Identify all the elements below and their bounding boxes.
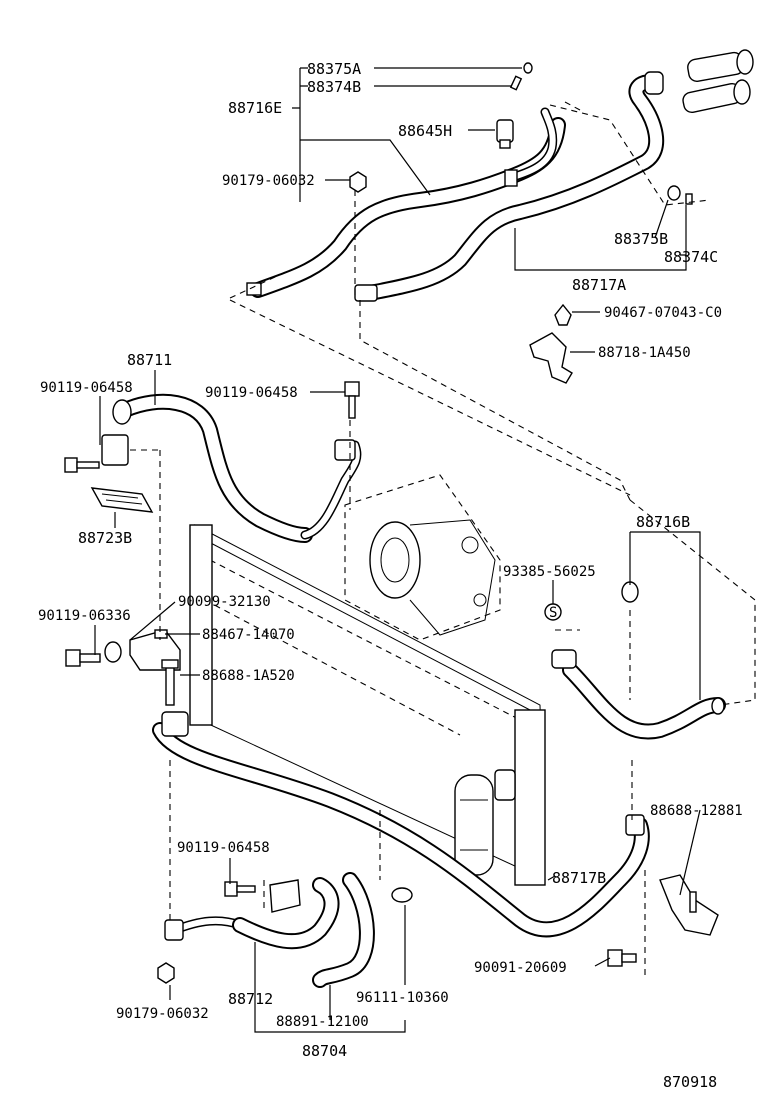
label-88891: 88891-12100 <box>276 1014 369 1030</box>
label-90179-bot: 90179-06032 <box>116 1006 209 1022</box>
dashed-guides <box>130 101 756 976</box>
gasket-88723B <box>90 487 154 513</box>
bolt-90119-left <box>64 457 100 473</box>
flange-88716B <box>551 649 577 669</box>
label-90119-b: 90119-06458 <box>205 385 298 401</box>
pressure-switch-88645H <box>496 119 514 149</box>
label-88717A: 88717A <box>572 276 626 294</box>
label-90091: 90091-20609 <box>474 960 567 976</box>
label-88375A: 88375A <box>307 60 361 78</box>
flange-block-upper <box>334 439 356 461</box>
valve-core-88374C <box>685 193 693 205</box>
label-88467: 88467-14070 <box>202 627 295 643</box>
condenser-left-tank <box>189 524 213 726</box>
condenser <box>189 524 546 886</box>
label-90119-c: 90119-06336 <box>38 608 131 624</box>
compressor <box>344 474 501 641</box>
nut-90179-top <box>349 171 367 193</box>
hose-end-block <box>354 284 378 302</box>
tube-connector-upper <box>682 49 754 114</box>
label-88718: 88718-1A450 <box>598 345 691 361</box>
bracket-88688-12881 <box>659 874 719 936</box>
hose-88717A <box>354 71 665 302</box>
label-90119-d: 90119-06458 <box>177 840 270 856</box>
label-90099: 90099-32130 <box>178 594 271 610</box>
label-90179-top: 90179-06032 <box>222 173 315 189</box>
clip-90467 <box>554 303 572 326</box>
bolt-90119-bottom <box>224 881 238 897</box>
label-88374C: 88374C <box>664 248 718 266</box>
valve-core-88374B <box>509 75 523 91</box>
hose-end-socket <box>644 71 664 95</box>
hose-88712 <box>164 877 340 950</box>
flange-bottom <box>224 879 301 913</box>
label-90467: 90467-07043-C0 <box>604 305 722 321</box>
label-93385: 93385-56025 <box>503 564 596 580</box>
label-96111: 96111-10360 <box>356 990 449 1006</box>
diagram-id: 870918 <box>663 1073 717 1091</box>
o-ring-88375B <box>667 185 681 201</box>
pipe-clamp <box>504 169 518 187</box>
bolt-90119-06336 <box>65 641 122 667</box>
label-88374B: 88374B <box>307 78 361 96</box>
part-labels: 88375A 88374B 88716E 88645H 90179-06032 … <box>38 60 743 1091</box>
label-88645H: 88645H <box>398 122 452 140</box>
label-88688-b: 88688-12881 <box>650 803 743 819</box>
label-88688-a: 88688-1A520 <box>202 668 295 684</box>
condenser-right-tank <box>514 709 546 886</box>
bracket-88718 <box>529 332 573 384</box>
bolt-90119-center <box>344 381 360 419</box>
label-88712: 88712 <box>228 990 273 1008</box>
hose-88716B <box>551 581 726 740</box>
hose-end-fitting <box>246 282 262 296</box>
receiver-dryer <box>454 769 516 876</box>
label-88716E: 88716E <box>228 99 282 117</box>
flange-block <box>101 434 129 466</box>
nut-90179-bottom <box>157 962 175 984</box>
label-88716B: 88716B <box>636 513 690 531</box>
o-ring-88375A <box>523 62 533 74</box>
label-90119-a: 90119-06458 <box>40 380 133 396</box>
bolt-90091 <box>607 949 637 967</box>
bolt-88688-1A520 <box>161 659 179 706</box>
hose-88891 <box>312 872 375 988</box>
leader-lines <box>94 67 701 1033</box>
clamp-96111 <box>391 887 413 903</box>
label-88704: 88704 <box>302 1042 347 1060</box>
svg-text:S: S <box>549 605 557 621</box>
discharge-hose-88711 <box>101 393 362 543</box>
label-88723B: 88723B <box>78 529 132 547</box>
label-88717B: 88717B <box>552 869 606 887</box>
label-88375B: 88375B <box>614 230 668 248</box>
label-88711: 88711 <box>127 351 172 369</box>
flange-88717B <box>161 711 189 737</box>
pipe-88717B <box>152 711 650 938</box>
